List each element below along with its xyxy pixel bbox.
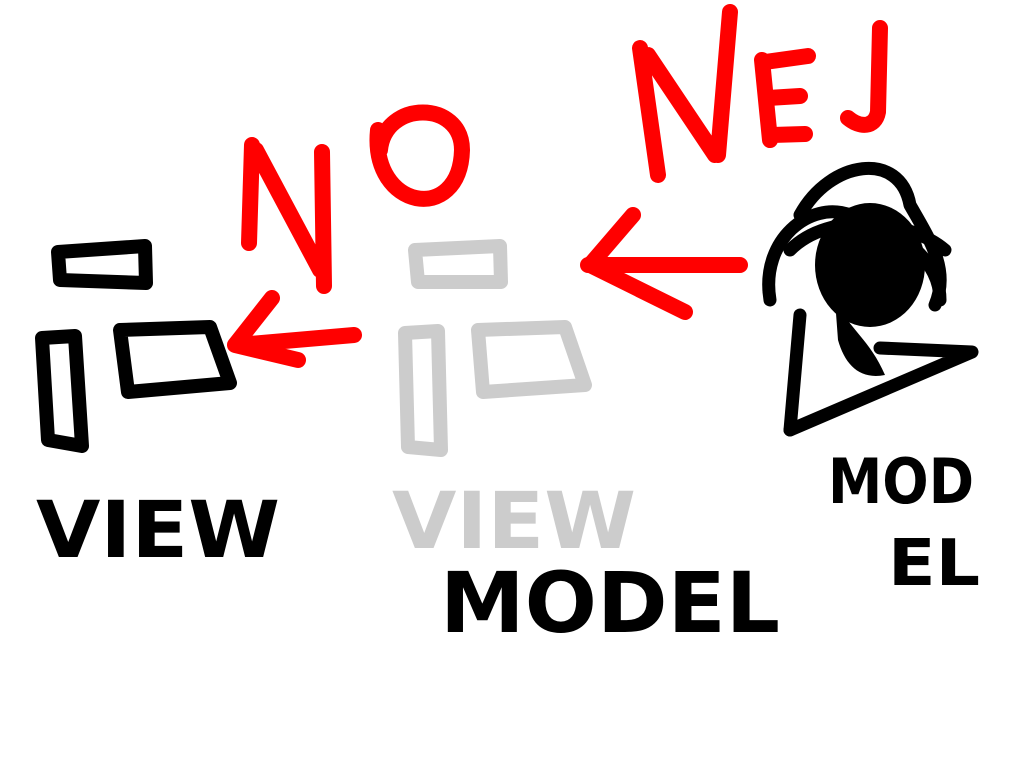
letter-j bbox=[840, 20, 888, 133]
arrow-head bbox=[227, 290, 306, 368]
view-icon bbox=[35, 239, 237, 453]
letter-o bbox=[369, 104, 470, 207]
arrow-to-faded-view bbox=[580, 207, 748, 320]
faded-view-label: VIEW bbox=[392, 477, 636, 567]
arrow-to-view bbox=[227, 290, 362, 368]
model-figure-body-fill bbox=[835, 300, 885, 376]
faded-view-icon bbox=[398, 239, 592, 457]
letter-n bbox=[632, 4, 738, 183]
model-figure bbox=[762, 162, 979, 437]
faded-view-icon-side-bar bbox=[398, 324, 448, 457]
model-figure-label-line2: EL bbox=[888, 527, 980, 601]
arrow-head bbox=[582, 207, 693, 320]
letter-n bbox=[241, 137, 332, 294]
faded-view-icon-content-box bbox=[471, 320, 592, 399]
faded-view-icon-top-bar bbox=[408, 239, 508, 289]
view-icon-top-bar bbox=[51, 239, 153, 290]
view-icon-side-bar bbox=[35, 329, 89, 453]
model-label: MODEL bbox=[440, 554, 780, 652]
model-figure-label-line1: MOD bbox=[828, 445, 974, 518]
no-word bbox=[241, 104, 470, 294]
letter-e bbox=[754, 48, 816, 148]
labels: VIEW VIEW MODEL MOD EL bbox=[36, 445, 980, 652]
nej-word bbox=[632, 4, 888, 183]
model-figure-head-fill bbox=[815, 203, 925, 327]
view-label: VIEW bbox=[36, 486, 280, 576]
view-icon-content-box bbox=[113, 320, 237, 399]
